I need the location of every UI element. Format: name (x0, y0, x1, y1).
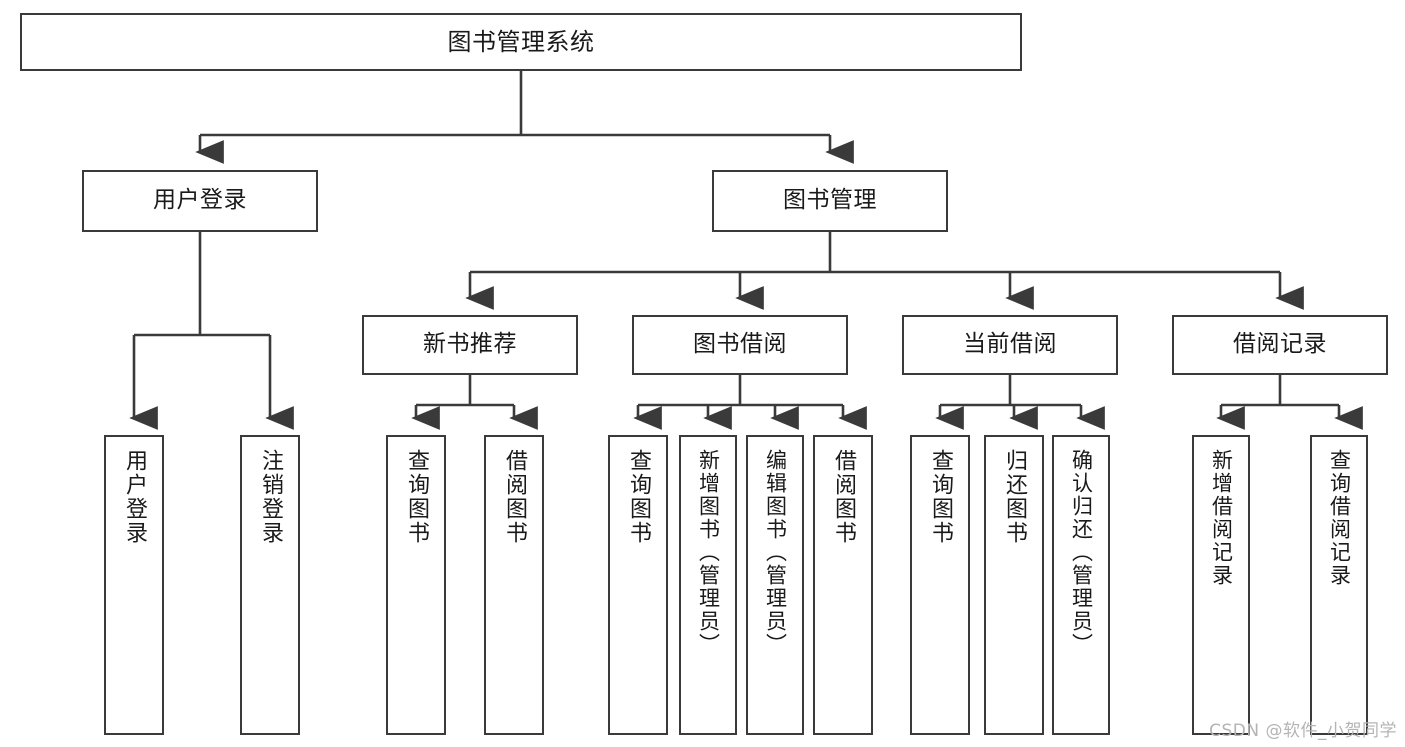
node-leaf-query-record-label: 查询借阅记录 (1327, 449, 1352, 587)
node-current-borrow-label: 当前借阅 (963, 331, 1057, 358)
node-book-manage-label: 图书管理 (783, 187, 877, 214)
node-leaf-query-book-2-label: 查询图书 (626, 449, 651, 545)
node-leaf-query-book-3-label: 查询图书 (928, 449, 953, 545)
node-current-borrow[interactable]: 当前借阅 (902, 315, 1118, 375)
node-leaf-add-book[interactable]: 新增图书（管理员） (679, 435, 737, 735)
node-leaf-user-login-label: 用户登录 (122, 449, 147, 545)
node-leaf-user-logout[interactable]: 注销登录 (240, 435, 300, 735)
node-leaf-add-record[interactable]: 新增借阅记录 (1192, 435, 1250, 735)
node-root[interactable]: 图书管理系统 (20, 13, 1022, 71)
node-leaf-return-book-label: 归还图书 (1002, 449, 1027, 545)
node-book-borrow-label: 图书借阅 (693, 331, 787, 358)
node-user-login-label: 用户登录 (153, 187, 247, 214)
node-leaf-user-logout-label: 注销登录 (258, 449, 283, 545)
node-borrow-record-label: 借阅记录 (1233, 331, 1327, 358)
node-leaf-borrow-book-1-label: 借阅图书 (502, 449, 527, 545)
node-leaf-confirm-return[interactable]: 确认归还（管理员） (1052, 435, 1110, 735)
node-root-label: 图书管理系统 (447, 27, 595, 56)
node-new-book-recommend-label: 新书推荐 (423, 331, 517, 358)
node-borrow-record[interactable]: 借阅记录 (1172, 315, 1388, 375)
node-leaf-return-book[interactable]: 归还图书 (984, 435, 1044, 735)
node-new-book-recommend[interactable]: 新书推荐 (362, 315, 578, 375)
node-leaf-query-book-1-label: 查询图书 (404, 449, 429, 545)
node-leaf-edit-book[interactable]: 编辑图书（管理员） (746, 435, 804, 735)
node-leaf-query-book-3[interactable]: 查询图书 (910, 435, 970, 735)
node-leaf-borrow-book-2-label: 借阅图书 (831, 449, 856, 545)
watermark-text: CSDN @软件_小贺同学 (1209, 721, 1397, 741)
node-leaf-confirm-return-label: 确认归还（管理员） (1069, 449, 1094, 656)
node-leaf-query-book-2[interactable]: 查询图书 (608, 435, 668, 735)
node-leaf-borrow-book-1[interactable]: 借阅图书 (484, 435, 544, 735)
node-user-login[interactable]: 用户登录 (82, 170, 318, 232)
node-book-manage[interactable]: 图书管理 (712, 170, 948, 232)
node-leaf-borrow-book-2[interactable]: 借阅图书 (813, 435, 873, 735)
node-leaf-user-login[interactable]: 用户登录 (104, 435, 164, 735)
node-leaf-add-record-label: 新增借阅记录 (1209, 449, 1234, 587)
node-leaf-query-book-1[interactable]: 查询图书 (386, 435, 446, 735)
node-leaf-add-book-label: 新增图书（管理员） (696, 449, 721, 656)
node-leaf-edit-book-label: 编辑图书（管理员） (763, 449, 788, 656)
node-book-borrow[interactable]: 图书借阅 (632, 315, 848, 375)
node-leaf-query-record[interactable]: 查询借阅记录 (1310, 435, 1368, 735)
